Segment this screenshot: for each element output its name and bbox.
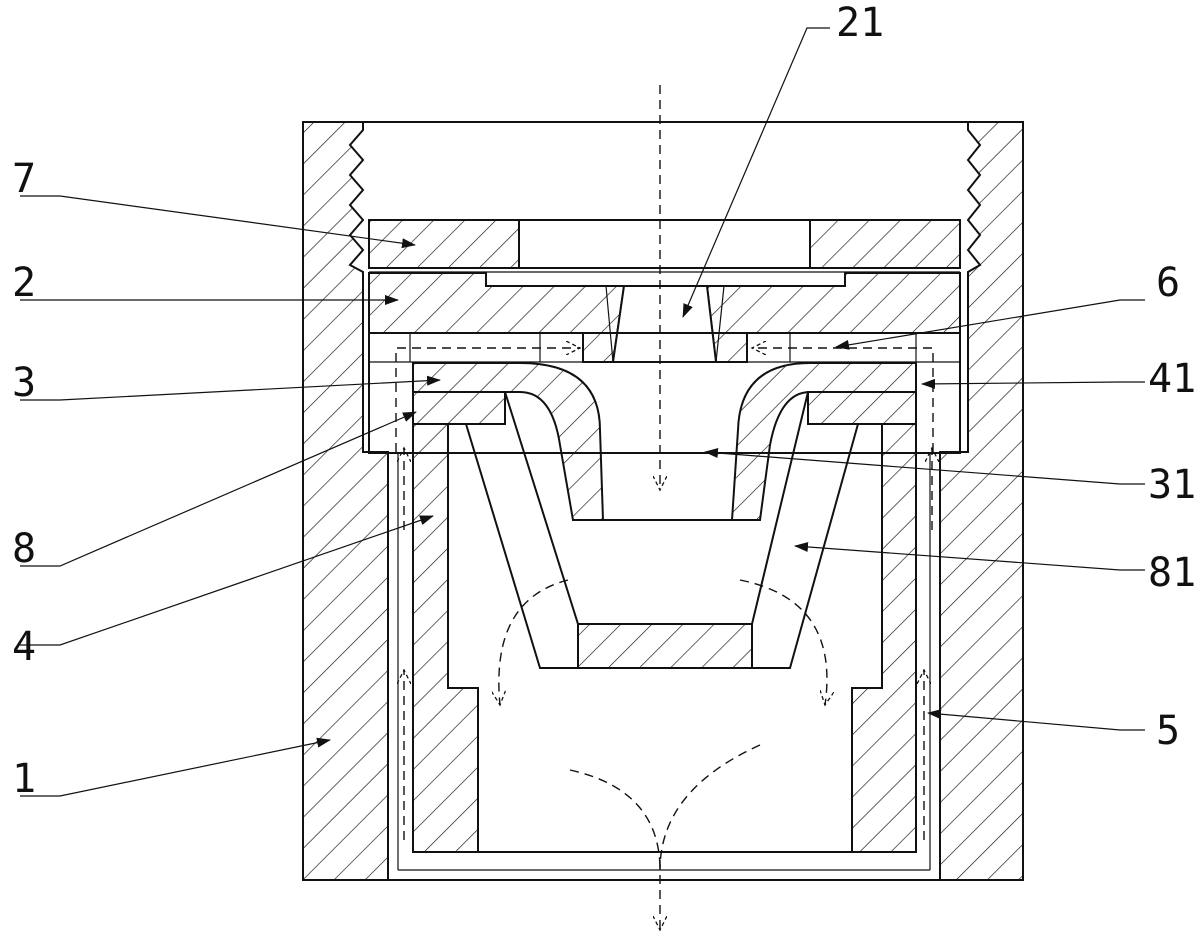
housing-part-1 bbox=[302, 121, 1024, 881]
label-81: 81 bbox=[1148, 550, 1196, 596]
label-4: 4 bbox=[12, 624, 36, 670]
label-31: 31 bbox=[1148, 462, 1196, 508]
label-6: 6 bbox=[1156, 260, 1180, 306]
flow-paths bbox=[396, 85, 933, 930]
flow-chamber-part-6 bbox=[368, 332, 961, 454]
label-3: 3 bbox=[12, 360, 36, 406]
part-labels: 21 7 2 6 3 41 8 31 81 4 5 1 bbox=[12, 0, 1196, 802]
label-2: 2 bbox=[12, 260, 36, 306]
valve-seat-part-8 bbox=[412, 391, 917, 669]
diaphragm-part-3 bbox=[412, 362, 917, 521]
label-7: 7 bbox=[12, 156, 36, 202]
leader-lines bbox=[20, 27, 1145, 797]
label-41: 41 bbox=[1148, 356, 1196, 402]
cap-ring-part-7 bbox=[368, 219, 961, 273]
label-5: 5 bbox=[1156, 708, 1180, 754]
inner-sleeve-part-4 bbox=[397, 423, 931, 871]
label-21: 21 bbox=[836, 0, 884, 46]
label-1: 1 bbox=[12, 756, 36, 802]
label-8: 8 bbox=[12, 526, 36, 572]
